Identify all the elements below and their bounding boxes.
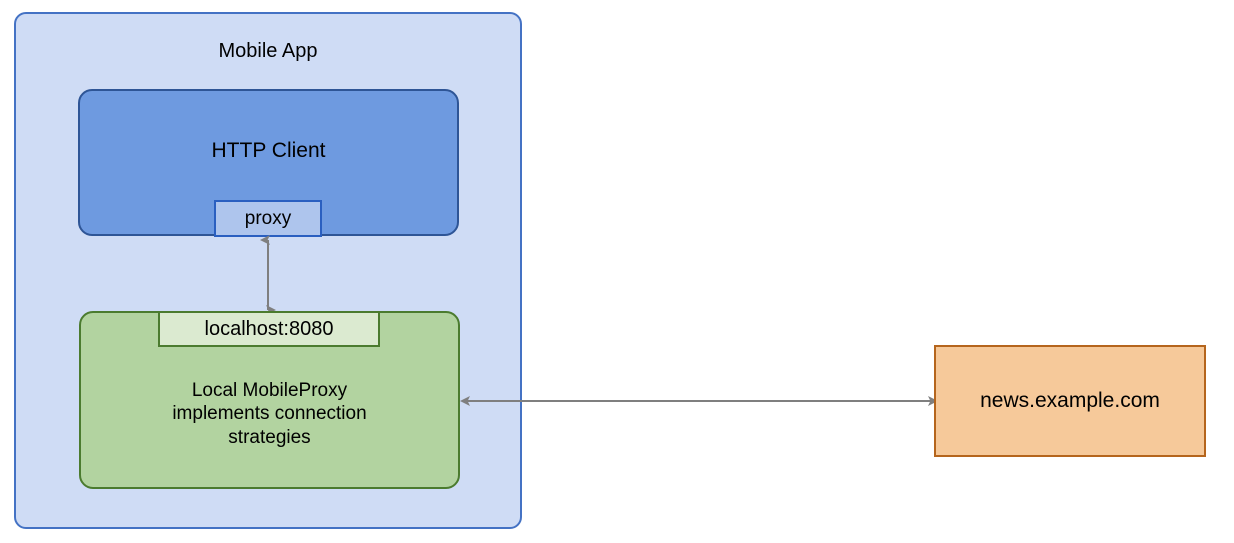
client-to-proxy-connector	[260, 235, 276, 315]
external-host-label: news.example.com	[980, 389, 1160, 413]
mobile-proxy-node[interactable]: Local MobileProxy implements connection …	[79, 311, 460, 489]
localhost-port-label: localhost:8080	[204, 317, 334, 340]
localhost-port-node[interactable]: localhost:8080	[158, 311, 380, 347]
mobile-app-title: Mobile App	[218, 40, 318, 62]
mobile-proxy-label: Local MobileProxy implements connection …	[172, 380, 367, 448]
proxy-to-host-connector	[460, 396, 938, 406]
external-host-node[interactable]: news.example.com	[934, 345, 1206, 457]
proxy-port-node[interactable]: proxy	[214, 200, 322, 237]
http-client-label: HTTP Client	[211, 138, 326, 162]
proxy-port-label: proxy	[244, 207, 292, 229]
